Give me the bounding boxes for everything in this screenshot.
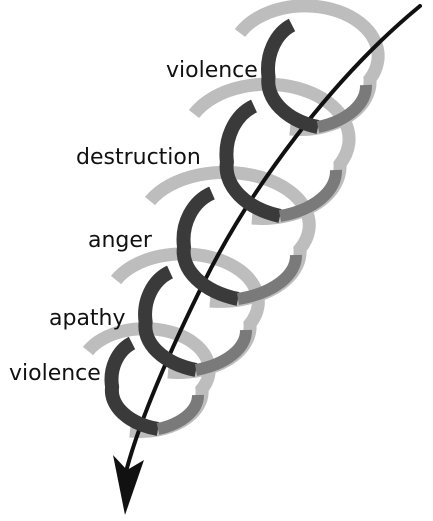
coil-front-3 [176,186,240,306]
arrow [113,4,422,515]
coil-front-5 [104,336,160,436]
coil-mid-2 [278,169,342,222]
coil-front-2 [219,99,282,223]
arrow-head [113,455,144,515]
coil-mid-1 [316,84,372,133]
coil-mid-5 [156,394,204,435]
spiral-coils-front [104,18,372,436]
label-violence-top: violence [166,58,258,83]
label-violence-bottom: violence [9,361,101,386]
coil-front-1 [261,18,320,134]
label-destruction: destruction [76,145,201,170]
coil-front-4 [138,265,198,377]
label-apathy: apathy [49,306,126,331]
coil-mid-4 [194,329,252,376]
label-anger: anger [88,228,152,253]
coil-mid-3 [236,254,302,305]
arrow-shaft [125,4,422,470]
